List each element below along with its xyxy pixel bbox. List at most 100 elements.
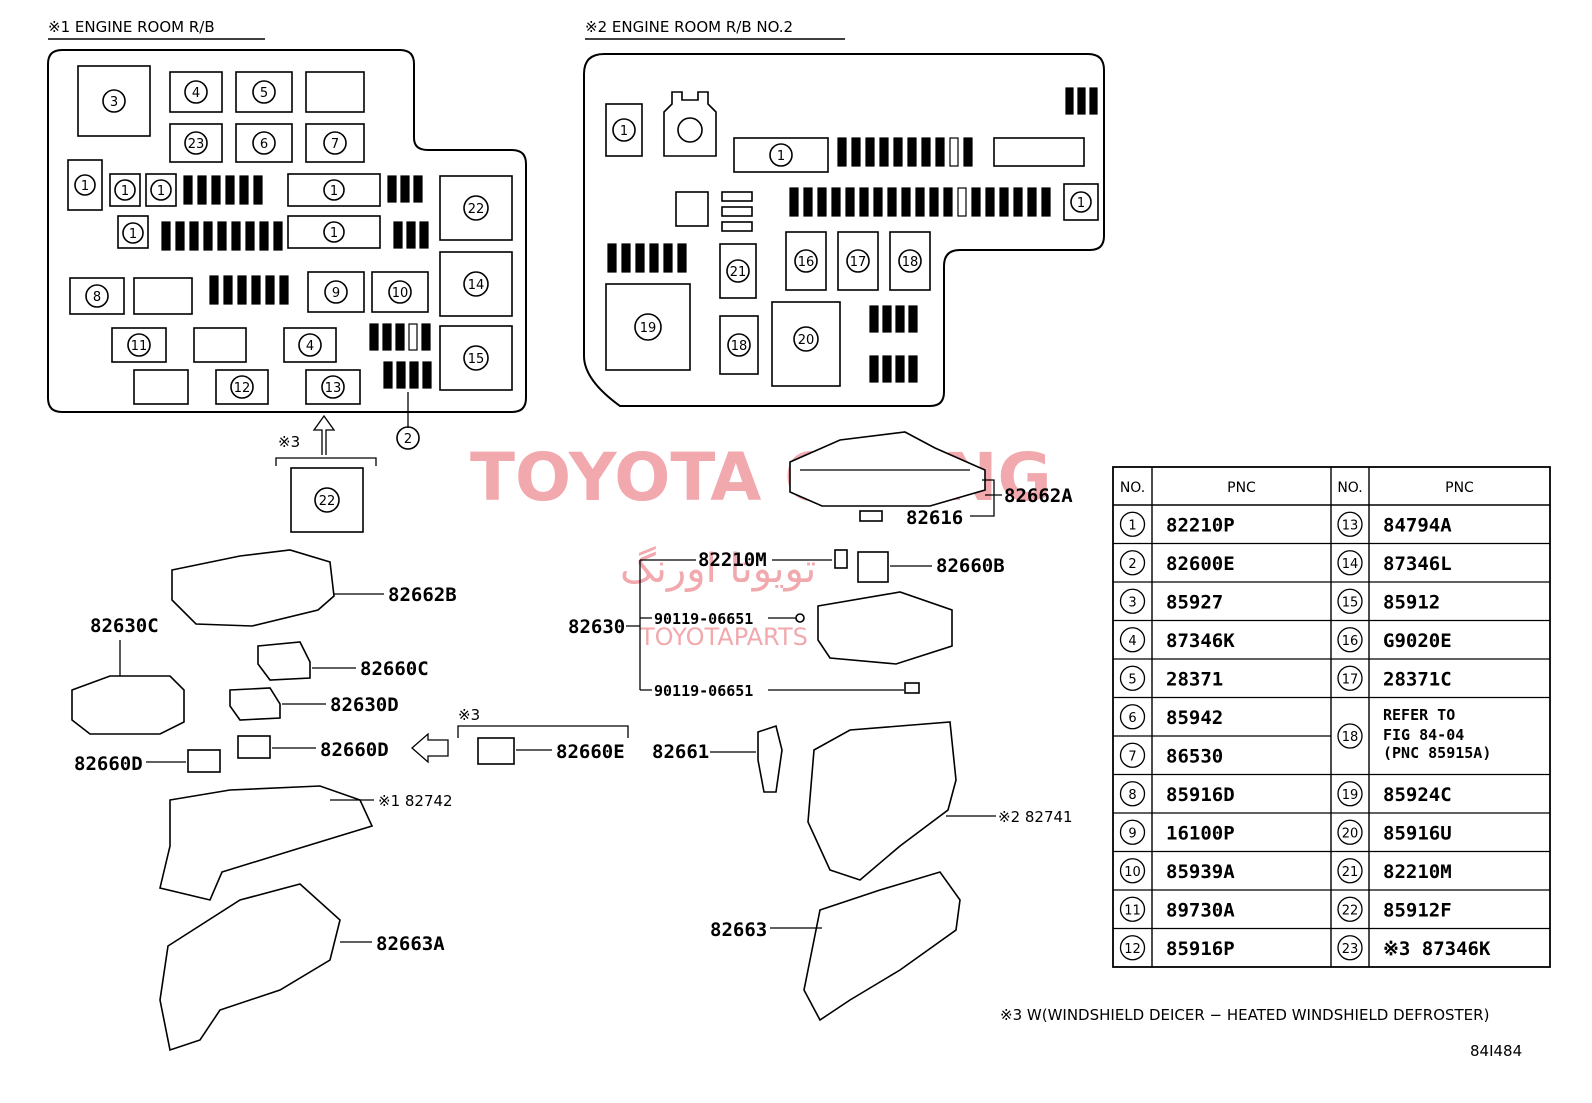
table-no: 19 [1342,788,1359,803]
fuse-blade [635,243,645,273]
comp2-20 [771,301,841,387]
table-pnc: G9020E [1383,630,1452,652]
table-no-circle [1119,704,1146,730]
svg-text:1: 1 [620,124,628,139]
fuse-blade [803,187,813,217]
table-no-circle [1337,511,1363,537]
table-no-circle [1337,819,1363,845]
table-no: 22 [1342,903,1359,918]
label-82663: 82663 [710,919,767,941]
fuse-blade [943,187,953,217]
svg-text:4: 4 [192,86,200,101]
comp-blank-b [133,277,193,315]
part-82660D-left [187,749,221,773]
fuse-blade [859,187,869,217]
fuse-blade [621,243,631,273]
fuse-blade [851,137,861,167]
comp-4 [169,71,223,113]
fuse-blade [1089,87,1098,115]
fuse-blade [421,323,431,351]
fuse-blade [419,221,429,249]
fuse-blade [963,137,973,167]
svg-text:7: 7 [331,137,339,152]
table-pnc: 82210M [1383,861,1452,883]
part-82660C [257,641,311,681]
fuse-blade [237,275,247,305]
fuse-blade [387,175,397,203]
fuse-layer [161,87,1098,389]
fuse-blade [999,187,1009,217]
fuse-blade [400,175,410,203]
fuse-blade [869,305,879,333]
table-no-circle [1337,550,1363,576]
table-refer-line-1: REFER TO [1383,706,1455,724]
table-no-circle [1119,896,1146,922]
fuse-blade [985,187,995,217]
fuse-blade [915,187,925,217]
fuse-blade [259,221,269,251]
svg-text:14: 14 [468,278,485,293]
up-arrow [312,414,336,455]
comp-14 [439,251,513,317]
table-no-circle [1337,935,1363,961]
bolt-terminal [663,91,717,157]
tray-82663 [803,871,961,1022]
comp-1f [287,215,381,249]
fuse-blade [382,323,392,351]
fuse-blade [209,275,219,305]
table-header-1: PNC [1227,480,1256,496]
fuse-blade [935,137,945,167]
fuse-blade [921,137,931,167]
fuse-blade [1027,187,1037,217]
label-90119-a: 90119-06651 [654,610,753,628]
table-no: 5 [1128,672,1136,687]
fuse-blade [882,305,892,333]
comp-1b [109,173,141,207]
table-pnc: 85916P [1166,938,1235,960]
comp2-19 [605,283,691,371]
watermark-arabic: تويوتا اورنگ [620,546,816,592]
table-no-circle [1119,819,1146,845]
box1-outline [47,49,527,413]
table-pnc: 89730A [1166,899,1235,921]
fuse-blade [908,305,918,333]
svg-text:1: 1 [330,226,338,241]
table-no: 8 [1128,788,1136,803]
box2-components: 1 1 1 21 16 17 18 19 18 20 [605,91,1099,387]
label-82663A: 82663A [376,933,445,955]
label-82660D-left: 82660D [74,753,143,775]
box2-title: ※2 ENGINE ROOM R/B NO.2 [585,18,793,36]
fuse-blade [408,323,418,351]
fuse-blade [865,137,875,167]
svg-text:19: 19 [640,321,657,336]
part-82660B [857,551,889,583]
table-no: 1 [1128,518,1136,533]
table-pnc: 85916U [1383,822,1452,844]
table-no-circle [1119,588,1146,614]
fuse-blade [383,361,393,389]
fuse-blade [211,175,221,205]
svg-text:18: 18 [731,339,748,354]
table-no-circle [1337,896,1363,922]
svg-text:4: 4 [306,339,314,354]
comp-13 [305,369,361,405]
table-pnc: 82600E [1166,553,1235,575]
label-82741: ※2 82741 [998,808,1073,826]
fuse-blade [225,175,235,205]
table-pnc: 85912F [1383,899,1452,921]
fuse-blade [882,355,892,383]
table-no: 15 [1342,595,1359,610]
fuse-blade [396,361,406,389]
box1-title: ※1 ENGINE ROOM R/B [48,18,215,36]
table-no: 11 [1124,903,1141,918]
table-no: 9 [1128,826,1136,841]
comp-7 [305,123,365,163]
box1-components: 3 4 5 23 6 7 1 1 1 1 1 1 22 [67,65,513,450]
table-no-circle [1337,665,1363,691]
label-90119-b: 90119-06651 [654,682,753,700]
fuse-blade [1041,187,1051,217]
fuse-blade [649,243,659,273]
